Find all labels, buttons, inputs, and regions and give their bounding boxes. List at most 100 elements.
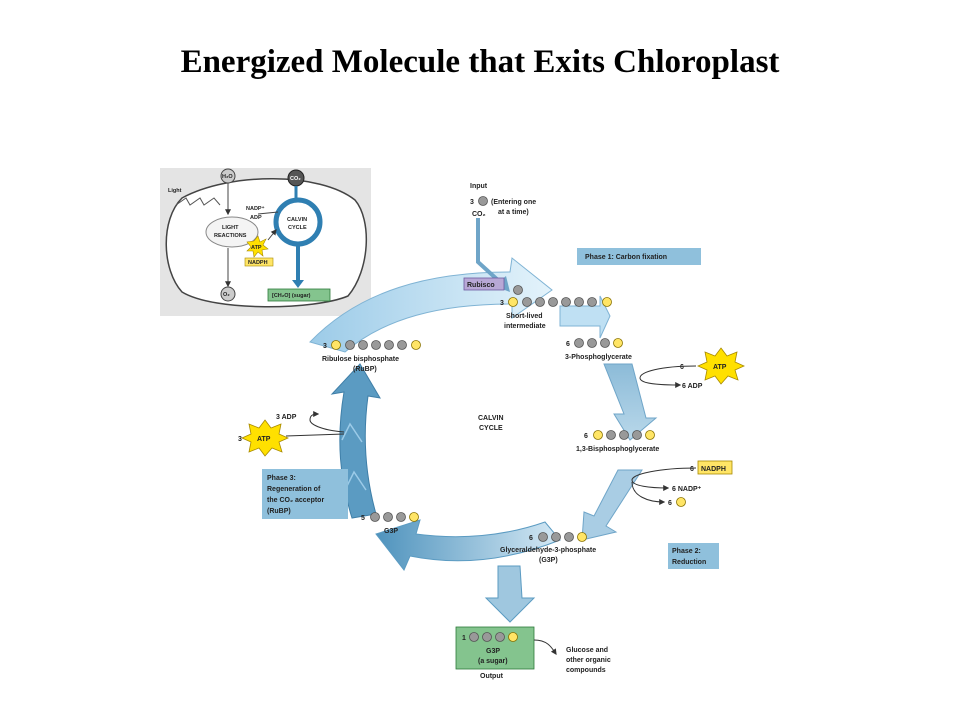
input-section: Input 3 (Entering one at a time) CO₂	[470, 183, 536, 218]
nadph-input: 6 NADPH 6 NADP⁺ 6	[631, 460, 733, 507]
intermediate-count: 3	[500, 300, 504, 307]
g3p6-count: 6	[529, 535, 533, 542]
inset-light-reactions-1: LIGHT	[222, 225, 239, 231]
inset-light-reactions-2: REACTIONS	[214, 233, 247, 239]
output-dest-1: Glucose and	[566, 647, 608, 654]
co2-carbon-icon	[478, 196, 488, 206]
output-name: G3P	[486, 648, 500, 655]
chloroplast-inset: Light H₂O LIGHT REACTIONS O₂ NADP⁺ ADP A…	[160, 168, 371, 316]
phosphate-icon	[508, 297, 518, 307]
inset-o2-label: O₂	[223, 292, 230, 298]
phase2-box	[668, 543, 719, 569]
pi-count: 6	[668, 500, 672, 507]
bpg-label: 1,3-Bisphosphoglycerate	[576, 446, 659, 453]
intermediate-molecule: 3 Short-lived intermediate	[500, 285, 612, 330]
regen-adp-label: 3 ADP	[276, 414, 297, 421]
inset-calvin-1: CALVIN	[287, 217, 307, 223]
input-desc-2: at a time)	[498, 209, 529, 216]
inset-co2-label: CO₂	[290, 176, 301, 182]
rubp-count: 3	[323, 343, 327, 350]
phosphate-icon	[411, 340, 421, 350]
phosphate-icon	[676, 497, 686, 507]
regen-atp-count: 3	[238, 436, 242, 443]
inset-atp-burst-icon	[246, 235, 269, 258]
input-desc-1: (Entering one	[491, 199, 536, 206]
g3p5-molecule: 5 G3P	[361, 512, 419, 535]
output-arrow	[484, 565, 536, 623]
phosphate-icon	[593, 430, 603, 440]
phosphate-icon	[508, 632, 518, 642]
input-count: 3	[470, 199, 474, 206]
g3p6-label-1: Glyceraldehyde-3-phosphate	[500, 547, 596, 554]
inset-calvin-2: CYCLE	[288, 225, 307, 231]
regeneration-atp: 3 ADP 3 ATP	[238, 411, 345, 457]
rubisco-label: Rubisco	[467, 282, 495, 289]
phase1-box	[577, 248, 701, 265]
inset-light-label: Light	[168, 188, 182, 194]
output-dest-3: compounds	[566, 667, 606, 674]
bpg-molecule: 6 1,3-Bisphosphoglycerate	[576, 430, 659, 453]
regeneration-arrow-bottom	[375, 519, 561, 571]
g3p5-count: 5	[361, 515, 365, 522]
output-section: 1 G3P (a sugar) Output Glucose and other…	[455, 626, 611, 680]
phosphate-icon	[331, 340, 341, 350]
rubp-label-2: (RuBP)	[353, 366, 377, 373]
phase2-label-1: Phase 2:	[672, 548, 701, 555]
phase3-box	[262, 469, 348, 519]
reduction-arrow-2	[581, 469, 643, 541]
output-dest-2: other organic	[566, 657, 611, 664]
phase3-label-3: the CO₂ acceptor	[267, 497, 324, 504]
phosphate-icon	[409, 512, 419, 522]
page-title: Energized Molecule that Exits Chloroplas…	[180, 44, 780, 80]
output-label: Output	[480, 673, 504, 680]
phase3-label-4: (RuBP)	[267, 508, 291, 515]
nadph-box	[697, 460, 733, 475]
inset-nadph-box	[244, 257, 274, 267]
output-box	[455, 626, 535, 670]
output-count: 1	[462, 635, 466, 642]
inset-sugar-box	[267, 288, 331, 302]
pga-molecule: 6 3-Phosphoglycerate	[565, 338, 632, 361]
output-desc: (a sugar)	[478, 658, 508, 665]
calvin-cycle-label-2: CYCLE	[479, 425, 503, 432]
g3p6-label-2: (G3P)	[539, 557, 558, 564]
atp-burst-icon	[241, 419, 289, 457]
phosphate-icon	[602, 297, 612, 307]
phase3-label-2: Regeneration of	[267, 486, 321, 493]
reduction-arrow-1	[603, 363, 658, 441]
phosphate-icon	[577, 532, 587, 542]
intermediate-label-1: Short-lived	[506, 313, 543, 320]
phase1-label: Phase 1: Carbon fixation	[585, 254, 667, 261]
inset-nadph-label: NADPH	[248, 260, 268, 266]
light-reactions-ellipse	[205, 216, 259, 248]
nadp-out-label: 6 NADP⁺	[672, 486, 702, 493]
nadph-label: NADPH	[701, 466, 726, 473]
inset-nadp-label: NADP⁺	[246, 205, 265, 212]
pga-count: 6	[566, 341, 570, 348]
chloroplast-outline	[165, 178, 368, 308]
pga-label: 3-Phosphoglycerate	[565, 354, 632, 361]
rubp-label-1: Ribulose bisphosphate	[322, 356, 399, 363]
intermediate-label-2: intermediate	[504, 323, 546, 330]
rubisco-box	[463, 277, 505, 291]
phosphate-icon	[645, 430, 655, 440]
atp-input: 6 ATP 6 ADP	[639, 347, 745, 390]
inset-atp-label: ATP	[251, 245, 262, 251]
atp-burst-icon	[697, 347, 745, 385]
g3p6-molecule: 6 Glyceraldehyde-3-phosphate (G3P)	[500, 532, 596, 564]
calvin-cycle-label-1: CALVIN	[478, 415, 504, 422]
input-molecule: CO₂	[472, 211, 486, 218]
inset-o2-circle	[220, 286, 236, 302]
phase2-label-2: Reduction	[672, 559, 706, 566]
bpg-count: 6	[584, 433, 588, 440]
inset-adp-label: ADP	[250, 215, 262, 221]
regen-atp-label: ATP	[257, 436, 271, 443]
nadph-count: 6	[690, 466, 694, 473]
g3p5-label: G3P	[384, 528, 398, 535]
atp-in-label: ATP	[713, 364, 727, 371]
adp-out-label: 6 ADP	[682, 383, 703, 390]
phase3-label-1: Phase 3:	[267, 475, 296, 482]
light-zigzag-icon	[175, 197, 221, 206]
inset-sugar-label: [CH₂O] (sugar)	[272, 293, 311, 299]
inset-h2o-label: H₂O	[222, 174, 233, 180]
